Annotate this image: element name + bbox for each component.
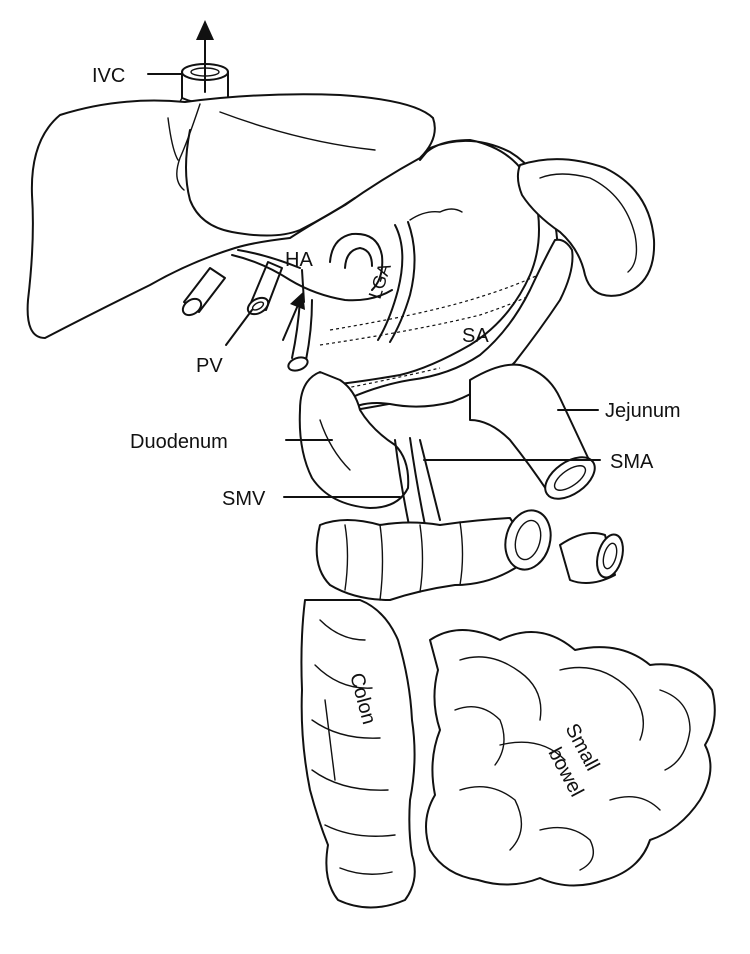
label-ha: HA: [285, 249, 313, 271]
label-jejunum: Jejunum: [605, 400, 681, 422]
upward-arrow-icon: [196, 20, 214, 40]
pv-leader: [226, 310, 252, 345]
label-sa: SA: [462, 325, 489, 347]
ascending-colon: [301, 600, 414, 908]
label-smv: SMV: [222, 488, 266, 510]
label-duodenum: Duodenum: [130, 431, 228, 453]
label-ivc: IVC: [92, 65, 125, 87]
label-lga: LGA: [365, 261, 395, 301]
label-sma: SMA: [610, 451, 654, 473]
transverse-colon: [317, 505, 628, 600]
jejunum: [470, 365, 602, 508]
liver: [28, 94, 435, 338]
label-pv: PV: [196, 355, 223, 377]
